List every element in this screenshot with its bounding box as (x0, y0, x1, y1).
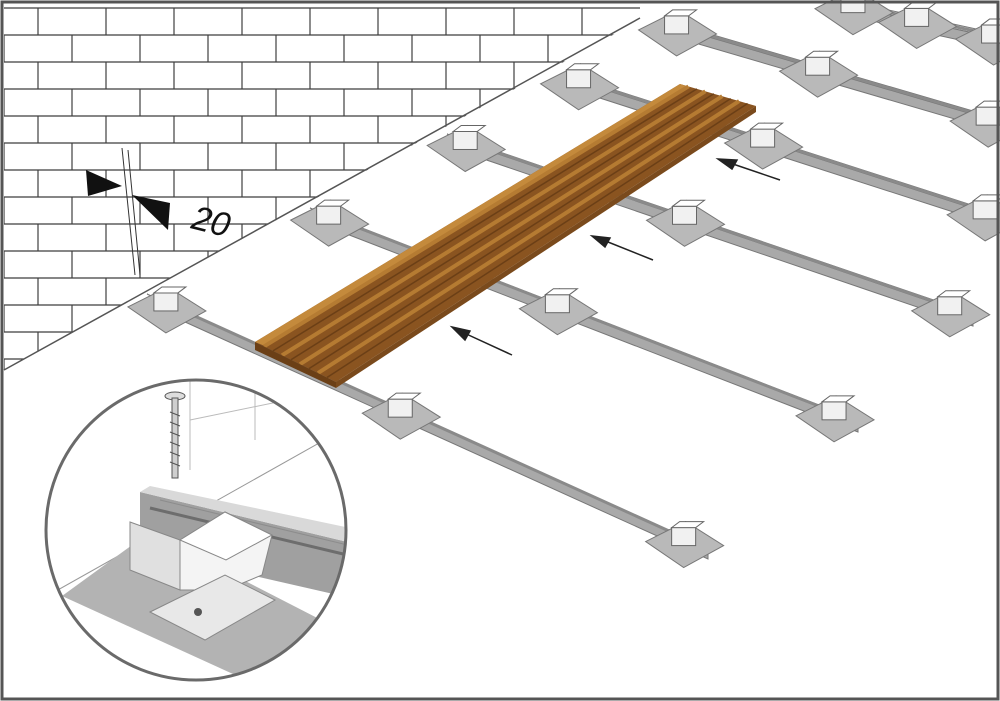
bracket (126, 286, 207, 334)
bracket (910, 290, 991, 338)
bracket (645, 199, 726, 247)
bracket (778, 50, 859, 98)
bracket (644, 521, 725, 569)
direction-arrows (449, 158, 781, 356)
rail (637, 9, 1000, 148)
rail (813, 0, 1000, 66)
detail-inset (44, 378, 348, 682)
bracket (723, 122, 804, 170)
bracket (795, 395, 876, 443)
bracket (539, 63, 620, 111)
bracket (877, 1, 958, 49)
bracket (946, 194, 1000, 242)
dimension-arrow-icon (86, 170, 122, 196)
deck-board (255, 84, 756, 388)
bracket (289, 199, 370, 247)
bracket (813, 0, 894, 36)
dimension-arrow-icon (132, 195, 170, 230)
bracket (426, 124, 507, 173)
dimension-label: 20 (187, 199, 234, 245)
screw-icon (164, 391, 186, 479)
direction-arrow-icon (715, 158, 781, 181)
bracket (949, 100, 1000, 148)
bracket (637, 9, 718, 57)
direction-arrow-icon (589, 234, 654, 261)
bracket (954, 18, 1000, 66)
direction-arrow-icon (449, 325, 513, 356)
dimension-marker: 20 (86, 147, 234, 276)
bracket (518, 288, 599, 336)
bracket (361, 392, 442, 440)
